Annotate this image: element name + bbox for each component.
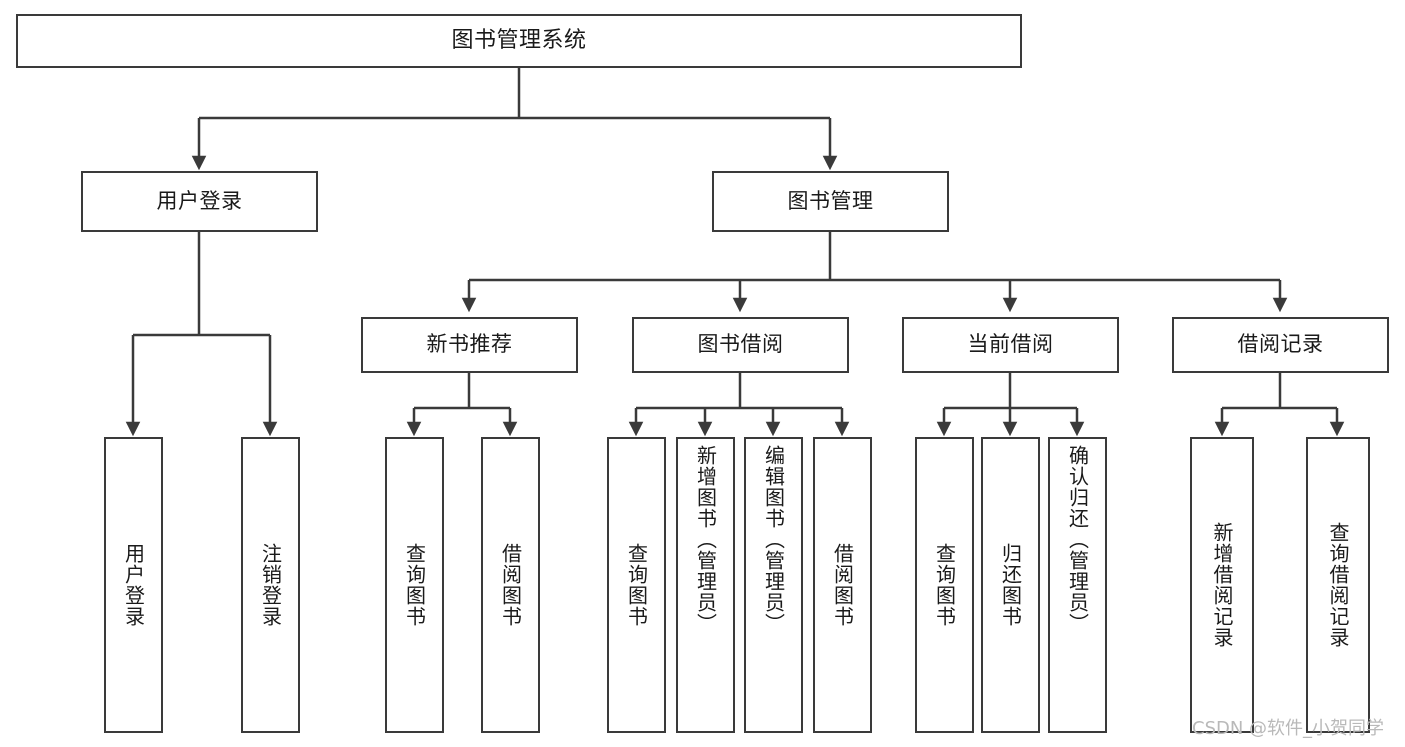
node-book-borrow[interactable]: 图书借阅 bbox=[632, 317, 849, 373]
node-label: 注销登录 bbox=[258, 543, 283, 627]
node-label: 新书推荐 bbox=[426, 332, 513, 357]
node-label: 确认归还（管理员） bbox=[1065, 445, 1090, 634]
node-label: 借阅图书 bbox=[830, 543, 855, 627]
node-label: 借阅图书 bbox=[498, 543, 523, 627]
node-borrow-records[interactable]: 借阅记录 bbox=[1172, 317, 1389, 373]
node-book-management[interactable]: 图书管理 bbox=[712, 171, 949, 232]
leaf-new-book-query[interactable]: 查询图书 bbox=[385, 437, 444, 733]
node-root-system[interactable]: 图书管理系统 bbox=[16, 14, 1022, 68]
leaf-records-add-record[interactable]: 新增借阅记录 bbox=[1190, 437, 1254, 733]
leaf-current-query-book[interactable]: 查询图书 bbox=[915, 437, 974, 733]
node-label: 当前借阅 bbox=[967, 332, 1054, 357]
leaf-borrow-query-book[interactable]: 查询图书 bbox=[607, 437, 666, 733]
leaf-user-login-login[interactable]: 用户登录 bbox=[104, 437, 163, 733]
csdn-watermark: CSDN @软件_小贺同学 bbox=[1192, 718, 1385, 739]
node-user-login[interactable]: 用户登录 bbox=[81, 171, 318, 232]
node-label: 借阅记录 bbox=[1237, 332, 1324, 357]
node-label: 查询图书 bbox=[624, 543, 649, 627]
node-current-borrow[interactable]: 当前借阅 bbox=[902, 317, 1119, 373]
node-label: 编辑图书（管理员） bbox=[761, 445, 786, 634]
leaf-borrow-borrow-book[interactable]: 借阅图书 bbox=[813, 437, 872, 733]
leaf-current-return-book[interactable]: 归还图书 bbox=[981, 437, 1040, 733]
leaf-borrow-add-book-admin[interactable]: 新增图书（管理员） bbox=[676, 437, 735, 733]
leaf-records-query-record[interactable]: 查询借阅记录 bbox=[1306, 437, 1370, 733]
leaf-user-login-logout[interactable]: 注销登录 bbox=[241, 437, 300, 733]
node-label: 查询借阅记录 bbox=[1326, 522, 1350, 648]
node-label: 图书管理 bbox=[787, 188, 874, 213]
node-label: 用户登录 bbox=[121, 543, 146, 627]
leaf-new-book-borrow[interactable]: 借阅图书 bbox=[481, 437, 540, 733]
node-new-book-recommend[interactable]: 新书推荐 bbox=[361, 317, 578, 373]
leaf-borrow-edit-book-admin[interactable]: 编辑图书（管理员） bbox=[744, 437, 803, 733]
node-label: 用户登录 bbox=[156, 188, 243, 213]
node-label: 图书借阅 bbox=[697, 332, 784, 357]
node-label: 新增图书（管理员） bbox=[693, 445, 718, 634]
node-label: 归还图书 bbox=[998, 543, 1023, 627]
node-label: 新增借阅记录 bbox=[1210, 522, 1234, 648]
leaf-current-confirm-return-admin[interactable]: 确认归还（管理员） bbox=[1048, 437, 1107, 733]
node-label: 查询图书 bbox=[402, 543, 427, 627]
node-label: 图书管理系统 bbox=[451, 27, 587, 53]
node-label: 查询图书 bbox=[932, 543, 957, 627]
